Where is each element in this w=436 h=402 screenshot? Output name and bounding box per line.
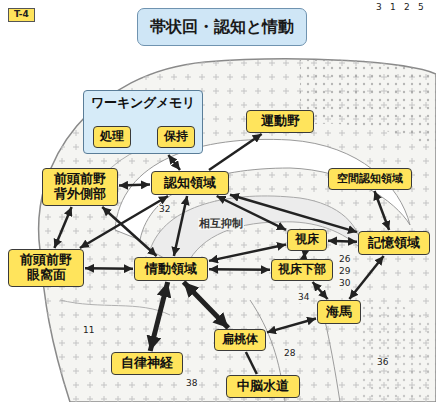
connection-arrow: [267, 319, 316, 333]
callout-number: 34: [297, 293, 310, 303]
region-box: 保持: [157, 126, 195, 148]
connection-arrow: [102, 207, 156, 256]
region-label: 海馬: [326, 305, 352, 320]
callout-number: 26: [338, 255, 351, 265]
region-label: 運動野: [261, 114, 300, 129]
callout-number: 36: [376, 358, 389, 368]
title-text: 帯状回・認知と情動: [150, 17, 294, 38]
region-box: 前頭前野 背外側部: [42, 168, 118, 206]
region-box: 認知領域: [151, 171, 229, 195]
region-label: 視床下部: [278, 263, 326, 277]
callout-number: 38: [185, 379, 198, 389]
region-box: 中脳水道: [226, 375, 300, 398]
region-box: 前頭前野 眼窩面: [8, 249, 84, 287]
region-label: 扁桃体: [222, 333, 258, 347]
region-box: 扁桃体: [214, 329, 266, 351]
region-label: 前頭前野 背外側部: [51, 172, 108, 202]
connection-arrow: [168, 155, 180, 170]
connection-arrow: [209, 268, 270, 271]
region-label: 前頭前野 眼窩面: [17, 253, 74, 283]
connection-arrow: [174, 196, 187, 256]
region-box: 記憶領域: [358, 231, 430, 255]
sheet-tag: T-4: [8, 8, 35, 22]
memory-group-box: ワーキングメモリ処理 保持: [83, 90, 203, 154]
region-box: 情動領域: [134, 257, 208, 281]
connection-arrow: [85, 267, 133, 270]
callout-number: 29: [338, 267, 351, 277]
region-box: 自律神経: [111, 352, 183, 375]
region-label: ワーキングメモリ: [91, 96, 195, 111]
region-box: 視床: [287, 229, 327, 251]
callout-number: 1: [390, 3, 396, 13]
connection-arrow: [304, 252, 305, 258]
region-box: 視床下部: [271, 259, 333, 281]
connection-arrow: [328, 241, 357, 242]
region-label: 視床: [295, 233, 319, 247]
region-label: 保持: [164, 130, 188, 144]
region-label: 空間認知領域: [337, 173, 403, 186]
callout-number: 5: [418, 3, 424, 13]
region-label: 処理: [100, 130, 124, 144]
region-label: 認知領域: [164, 176, 216, 191]
connection-arrow: [375, 191, 390, 230]
connection-arrow: [313, 282, 328, 299]
connection-arrow: [119, 185, 150, 186]
connection-arrow: [150, 282, 168, 351]
region-box: 処理: [93, 126, 131, 148]
region-box: 運動野: [246, 110, 314, 133]
title-box: 帯状回・認知と情動: [137, 8, 307, 46]
connection-arrow: [349, 256, 383, 299]
connection-arrow: [246, 352, 257, 374]
callout-number: 28: [283, 349, 296, 359]
connection-arrow: [184, 282, 229, 328]
callout-number: 3: [376, 3, 382, 13]
callout-number: 30: [338, 279, 351, 289]
connection-arrow: [209, 134, 262, 170]
relation-label: 相互抑制: [198, 218, 244, 230]
region-label: 情動領域: [145, 262, 197, 277]
callout-number: 11: [82, 326, 95, 336]
connection-arrow: [230, 195, 357, 232]
region-box: 空間認知領域: [328, 168, 412, 190]
region-label: 中脳水道: [237, 379, 289, 394]
callout-number: 2: [404, 3, 410, 13]
connection-arrow: [54, 207, 71, 248]
region-box: 海馬: [317, 300, 361, 324]
region-label: 記憶領域: [368, 236, 420, 251]
callout-number: 32: [158, 205, 171, 215]
region-label: 自律神経: [121, 356, 173, 371]
